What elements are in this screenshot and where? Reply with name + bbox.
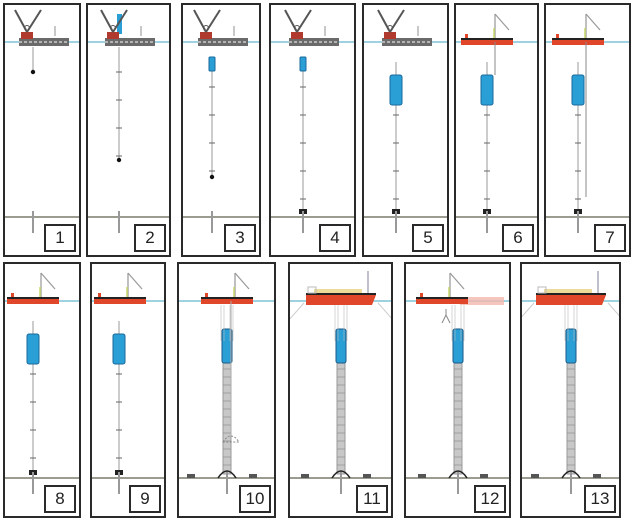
step-number-label: 10: [239, 485, 271, 513]
step-panel-8: 8: [3, 262, 81, 518]
step-number-label: 4: [319, 224, 351, 252]
crane-vessel: [193, 9, 248, 46]
step-panel-10: 10: [177, 262, 276, 518]
crane-vessel: [284, 9, 339, 46]
step-number-label: 9: [129, 485, 161, 513]
step-panel-3: 3: [181, 3, 261, 257]
step-number-label: 1: [44, 224, 76, 252]
step-number-label: 7: [594, 224, 626, 252]
supply-vessel: [94, 272, 146, 304]
step-number-label: 8: [44, 485, 76, 513]
buoyancy-module: [299, 56, 307, 72]
buoyancy-module: [208, 56, 216, 72]
step-number-label: 11: [356, 485, 388, 513]
buoyancy-module: [117, 14, 122, 34]
step-panel-9: 9: [90, 262, 166, 518]
buoyancy-module: [480, 74, 494, 106]
buoyancy-module: [389, 74, 403, 106]
crane-vessel: [377, 9, 432, 46]
step-panel-5: 5: [362, 3, 449, 257]
fpso-vessel: [536, 271, 606, 305]
step-number-label: 13: [584, 485, 616, 513]
supply-vessel: [416, 272, 468, 304]
step-number-label: 5: [412, 224, 444, 252]
crane-vessel: [14, 9, 69, 46]
step-number-label: 12: [474, 485, 506, 513]
step-number-label: 2: [134, 224, 166, 252]
step-panel-2: 2: [86, 3, 171, 257]
step-panel-6: 6: [454, 3, 539, 257]
fpso-vessel: [306, 271, 376, 305]
buoyancy-module: [565, 328, 577, 364]
step-panel-1: 1: [3, 3, 81, 257]
subsea-package: [222, 435, 240, 443]
buoyancy-module: [26, 333, 40, 365]
buoyancy-module: [335, 328, 347, 364]
step-panel-12: 12: [404, 262, 511, 518]
step-panel-4: 4: [269, 3, 356, 257]
fpso-ghost: [460, 297, 504, 305]
buoyancy-module: [221, 328, 233, 364]
supply-vessel: [552, 13, 604, 45]
supply-vessel: [461, 13, 513, 45]
step-panel-7: 7: [544, 3, 631, 257]
supply-vessel: [201, 272, 253, 304]
step-panel-13: 13: [520, 262, 621, 518]
supply-vessel: [7, 272, 59, 304]
step-panel-11: 11: [288, 262, 393, 518]
buoyancy-module: [452, 328, 464, 364]
lifting-hook: [441, 309, 451, 324]
step-number-label: 3: [224, 224, 256, 252]
step-number-label: 6: [502, 224, 534, 252]
buoyancy-module: [571, 74, 585, 106]
buoyancy-module: [112, 333, 126, 365]
crane-vessel: [100, 9, 155, 46]
